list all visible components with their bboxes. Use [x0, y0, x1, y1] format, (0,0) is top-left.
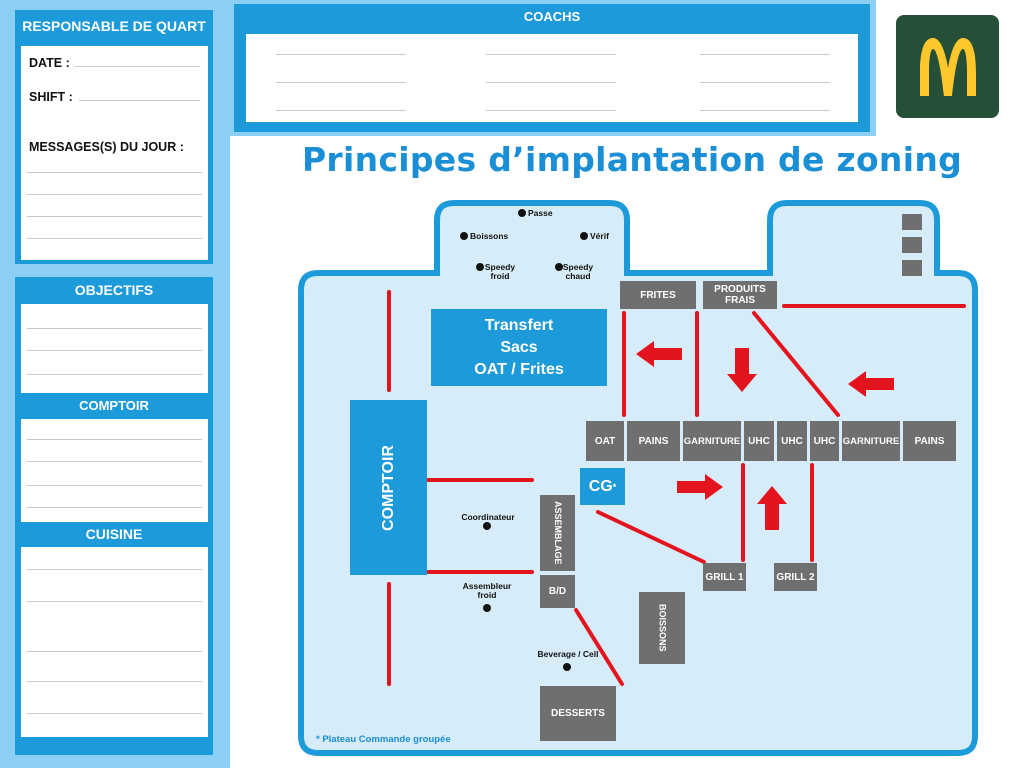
- arrow-down-icon: [727, 348, 757, 392]
- zone-assemblage-label: ASSEMBLAGE: [553, 501, 563, 565]
- zone-assemblage: ASSEMBLAGE: [540, 495, 575, 571]
- station-verif-dot: [580, 232, 588, 240]
- storage-shelves: [902, 214, 922, 276]
- zone-uhc: UHC: [777, 421, 807, 461]
- coach-line: [700, 110, 830, 111]
- zone-grill-1: GRILL 1: [703, 563, 746, 591]
- zone-bd: B/D: [540, 575, 575, 608]
- station-verif: Vérif: [590, 231, 609, 241]
- objectifs-title: OBJECTIFS: [74, 282, 154, 298]
- station-coordinateur: Coordinateur: [461, 512, 515, 522]
- station-assembleur-froid: Assembleur froid: [462, 581, 512, 600]
- zone-comptoir-label: COMPTOIR: [379, 444, 397, 531]
- zone-grill-2: GRILL 2: [774, 563, 817, 591]
- zone-pains: PAINS: [903, 421, 956, 461]
- station-assembleur-froid-dot: [483, 604, 491, 612]
- objectif-line: [27, 350, 202, 351]
- shelf-block: [902, 237, 922, 253]
- zone-pains: PAINS: [627, 421, 680, 461]
- messages-label: MESSAGES(S) DU JOUR :: [29, 140, 184, 154]
- cuisine-line: [27, 601, 202, 602]
- message-line[interactable]: [27, 216, 202, 217]
- coach-line: [700, 54, 830, 55]
- coach-line: [276, 110, 406, 111]
- zone-comptoir: COMPTOIR: [350, 400, 427, 575]
- shelf-block: [902, 260, 922, 276]
- zoning-line: [596, 510, 706, 564]
- objectifs-box[interactable]: [21, 304, 208, 393]
- station-speedy-froid: Speedy froid: [484, 262, 516, 281]
- flow-arrows: [636, 341, 894, 530]
- zone-garniture: GARNITURE: [683, 421, 741, 461]
- zoning-line: [752, 311, 840, 417]
- zone-transfert: Transfert Sacs OAT / Frites: [431, 309, 607, 386]
- comptoir-line: [27, 461, 202, 462]
- responsable-form: DATE : SHIFT : MESSAGES(S) DU JOUR :: [21, 46, 208, 260]
- message-line[interactable]: [27, 172, 202, 173]
- coach-line: [276, 54, 406, 55]
- comptoir-line: [27, 439, 202, 440]
- zone-frites: FRITES: [620, 281, 696, 309]
- shift-field[interactable]: [79, 100, 200, 101]
- cuisine-line: [27, 681, 202, 682]
- date-field[interactable]: [75, 66, 200, 67]
- comptoir-box[interactable]: [21, 419, 208, 522]
- comptoir-title: COMPTOIR: [79, 398, 149, 413]
- station-boissons-dot: [460, 232, 468, 240]
- arrow-right-icon: [677, 474, 723, 500]
- footnote: * Plateau Commande groupée: [316, 734, 451, 745]
- cuisine-title: CUISINE: [85, 526, 143, 542]
- station-coordinateur-dot: [483, 522, 491, 530]
- station-beverage-cell-dot: [563, 663, 571, 671]
- coach-line: [700, 82, 830, 83]
- comptoir-line: [27, 485, 202, 486]
- zone-boissons-label: BOISSONS: [657, 604, 668, 652]
- station-passe: Passe: [528, 208, 553, 218]
- coach-line: [486, 54, 616, 55]
- comptoir-line: [27, 507, 202, 508]
- coachs-title: COACHS: [523, 9, 581, 24]
- zoning-lines: [387, 290, 966, 686]
- golden-arches-icon: [920, 38, 976, 96]
- shift-label: SHIFT :: [29, 90, 73, 104]
- zoning-line: [574, 608, 624, 686]
- zone-cg: CG*: [580, 468, 625, 505]
- cuisine-line: [27, 713, 202, 714]
- zone-cg-mark: *: [612, 481, 617, 492]
- station-speedy-chaud: Speedy chaud: [562, 262, 594, 281]
- zone-uhc: UHC: [810, 421, 839, 461]
- message-line[interactable]: [27, 194, 202, 195]
- zone-oat: OAT: [586, 421, 624, 461]
- zone-uhc: UHC: [744, 421, 774, 461]
- coachs-form[interactable]: [246, 34, 858, 122]
- zone-produits-frais: PRODUITS FRAIS: [703, 281, 777, 309]
- zone-garniture: GARNITURE: [842, 421, 900, 461]
- coach-line: [276, 82, 406, 83]
- station-speedy-froid-dot: [476, 263, 484, 271]
- date-label: DATE :: [29, 56, 70, 70]
- station-passe-dot: [518, 209, 526, 217]
- objectif-line: [27, 374, 202, 375]
- station-speedy-chaud-dot: [555, 263, 563, 271]
- station-beverage-cell: Beverage / Cell: [537, 649, 599, 659]
- cuisine-line: [27, 651, 202, 652]
- cuisine-box[interactable]: [21, 547, 208, 737]
- responsable-title: RESPONSABLE DE QUART: [22, 18, 206, 34]
- arrow-left-icon: [636, 341, 682, 367]
- shelf-block: [902, 214, 922, 230]
- arrow-up-icon: [757, 486, 787, 530]
- station-boissons: Boissons: [470, 231, 509, 241]
- zone-boissons: BOISSONS: [639, 592, 685, 664]
- cuisine-line: [27, 569, 202, 570]
- objectif-line: [27, 328, 202, 329]
- page-title: Principes d’implantation de zoning: [301, 140, 963, 179]
- zone-desserts: DESSERTS: [540, 686, 616, 741]
- message-line[interactable]: [27, 238, 202, 239]
- coach-line: [486, 82, 616, 83]
- zone-cg-label: CG: [588, 477, 613, 495]
- arrow-left-icon: [848, 371, 894, 397]
- coach-line: [486, 110, 616, 111]
